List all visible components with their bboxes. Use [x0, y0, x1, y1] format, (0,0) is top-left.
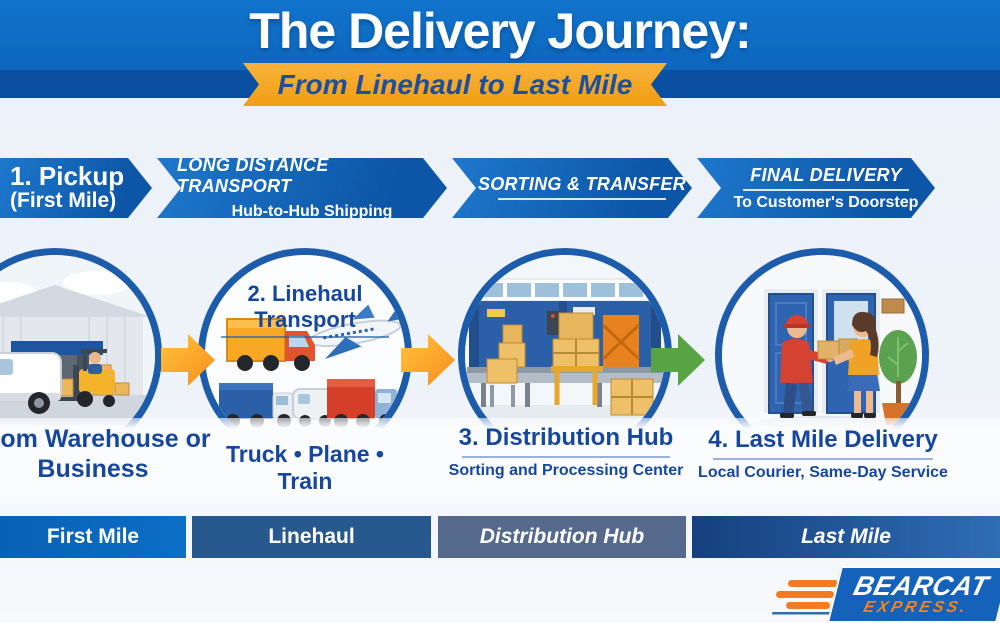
window-band-icon [472, 278, 658, 302]
timeline-segment-distribution-hub: Distribution Hub [438, 516, 686, 558]
delivery-van-icon [0, 352, 62, 414]
caption-title: 4. Last Mile Delivery [708, 426, 938, 453]
brand-logo: BEARCAT EXPRESS. [772, 566, 1000, 623]
caption-linehaul: Truck • Plane • Train [225, 441, 384, 494]
customer-person-icon [833, 311, 880, 418]
dock-door-icon [601, 315, 641, 369]
caption-line: From Warehouse or [0, 425, 211, 453]
logo-tagline: EXPRESS. [861, 598, 971, 616]
divider [221, 336, 389, 338]
stage-title: 1. Pickup [10, 161, 125, 191]
divider [462, 456, 670, 458]
courier-person-icon [780, 315, 834, 418]
stage-chevron-sorting: SORTING & TRANSFER [452, 158, 692, 218]
mailbox-icon [881, 298, 905, 314]
caption-subtitle: Sorting and Processing Center [448, 462, 684, 479]
linehaul-truck-icon [226, 318, 315, 371]
timeline-segment-linehaul: Linehaul [192, 516, 431, 558]
caption-last-mile: 4. Last Mile Delivery Local Courier, Sam… [698, 426, 948, 482]
stage-subtitle: Hub-to-Hub Shipping [231, 203, 393, 220]
forward-arrow-orange-icon [161, 334, 215, 386]
scanner-machine-icon [547, 311, 559, 335]
forward-arrow-orange-icon [401, 334, 455, 386]
logo-plate: BEARCAT EXPRESS. [826, 566, 1000, 623]
stage-chevron-pickup: 1. Pickup (First Mile) [0, 158, 152, 218]
divider [743, 189, 909, 191]
caption-pickup: From Warehouse or Business [0, 424, 248, 484]
subtitle-ribbon-text: From Linehaul to Last Mile [277, 68, 633, 100]
subtitle-ribbon: From Linehaul to Last Mile [243, 63, 667, 106]
forward-arrow-green-icon [651, 334, 705, 386]
step2-title: 2. Linehaul Transport [205, 281, 405, 338]
stage-title: LONG DISTANCE TRANSPORT [177, 155, 329, 196]
container-truck-icon [219, 383, 294, 428]
sorting-table-icon [551, 366, 603, 405]
timeline-segment-first-mile: First Mile [0, 516, 186, 558]
stage-title: SORTING & TRANSFER [477, 173, 687, 194]
caption-band [0, 418, 1000, 508]
caption-title: 3. Distribution Hub [458, 424, 674, 451]
caption-subtitle: Local Courier, Same-Day Service [698, 464, 948, 481]
parcel-stacks-icon [486, 312, 654, 416]
stage-chevron-long-distance: LONG DISTANCE TRANSPORT Hub-to-Hub Shipp… [157, 158, 447, 218]
stage-chevron-final-delivery: FINAL DELIVERY To Customer's Doorstep [697, 158, 935, 218]
divider [498, 198, 665, 200]
doorstep-delivery-illustration [722, 255, 922, 455]
logo-name: BEARCAT [850, 570, 992, 601]
stage-subtitle: To Customer's Doorstep [733, 193, 919, 211]
side-table-icon [490, 385, 515, 407]
timeline-segment-last-mile: Last Mile [692, 516, 1000, 558]
stage-title: FINAL DELIVERY [750, 164, 902, 185]
stage-subtitle: (First Mile) [10, 189, 117, 212]
page-title: The Delivery Journey: [249, 3, 751, 59]
caption-line: Business [37, 455, 149, 483]
divider [713, 458, 933, 460]
step-circle-last-mile [715, 248, 929, 462]
caption-distribution-hub: 3. Distribution Hub Sorting and Processi… [448, 424, 684, 480]
